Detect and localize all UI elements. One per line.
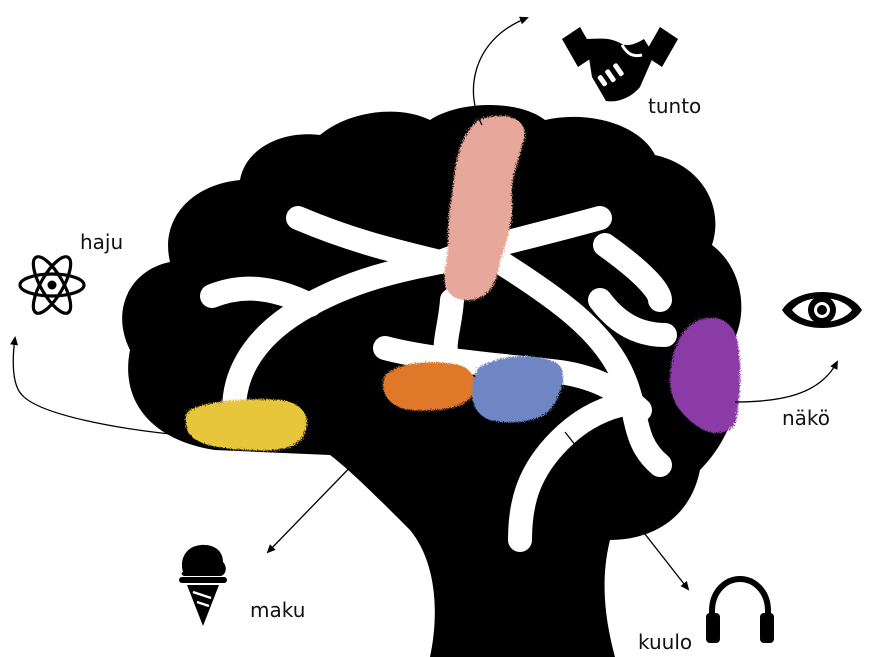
handshake-icon [562, 27, 678, 101]
sight-arrow [735, 362, 837, 402]
hearing-label: kuulo [638, 632, 692, 652]
touch-label: tunto [648, 96, 701, 116]
taste-region [383, 362, 475, 411]
sight-label: näkö [782, 408, 830, 428]
smell-label: haju [80, 232, 123, 252]
eye-icon [782, 292, 862, 328]
atom-icon [20, 252, 84, 318]
smell-region [186, 399, 307, 450]
ice-cream-icon [179, 545, 227, 626]
headphones-icon [706, 579, 774, 643]
taste-arrow [268, 455, 362, 552]
taste-label: maku [250, 600, 305, 620]
